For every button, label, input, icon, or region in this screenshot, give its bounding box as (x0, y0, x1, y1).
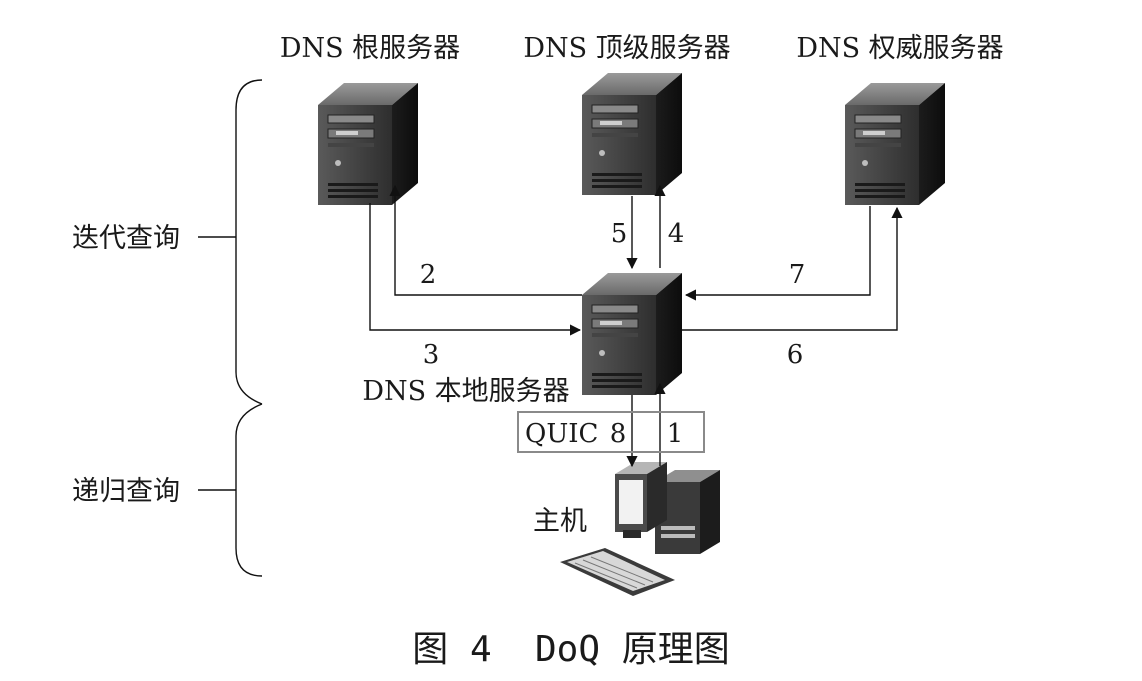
root-server (317, 82, 419, 206)
host-label: 主机 (533, 506, 587, 537)
step-3: 3 (423, 340, 440, 370)
server-tower-icon (317, 82, 419, 206)
iterative-brace (235, 79, 263, 405)
recursive-query-label: 递归查询 (72, 476, 180, 507)
step-2: 2 (420, 260, 437, 290)
step-7: 7 (789, 260, 806, 290)
step-6: 6 (787, 340, 804, 370)
quic-label: QUIC (525, 419, 598, 449)
iterative-query-label: 迭代查询 (72, 223, 180, 254)
tld-server (581, 72, 683, 196)
local-server (581, 272, 683, 396)
server-tower-icon (581, 72, 683, 196)
step-1: 1 (667, 419, 684, 449)
server-tower-icon (844, 82, 946, 206)
step-4: 4 (668, 219, 685, 249)
arrow-3 (369, 203, 582, 336)
figure-caption: 图 4 DoQ 原理图 (412, 629, 729, 670)
local-server-label: DNS 本地服务器 (362, 376, 569, 407)
tld-server-label: DNS 顶级服务器 (523, 33, 730, 64)
quic-box (517, 411, 705, 453)
server-tower-icon (581, 272, 683, 396)
arrow-6 (682, 206, 903, 331)
auth-server-label: DNS 权威服务器 (796, 33, 1003, 64)
step-8: 8 (610, 419, 627, 449)
auth-server (844, 82, 946, 206)
step-5: 5 (611, 219, 628, 249)
recursive-brace (235, 403, 263, 577)
arrow-2 (389, 184, 582, 296)
root-server-label: DNS 根服务器 (280, 33, 460, 64)
arrow-7 (684, 206, 871, 301)
